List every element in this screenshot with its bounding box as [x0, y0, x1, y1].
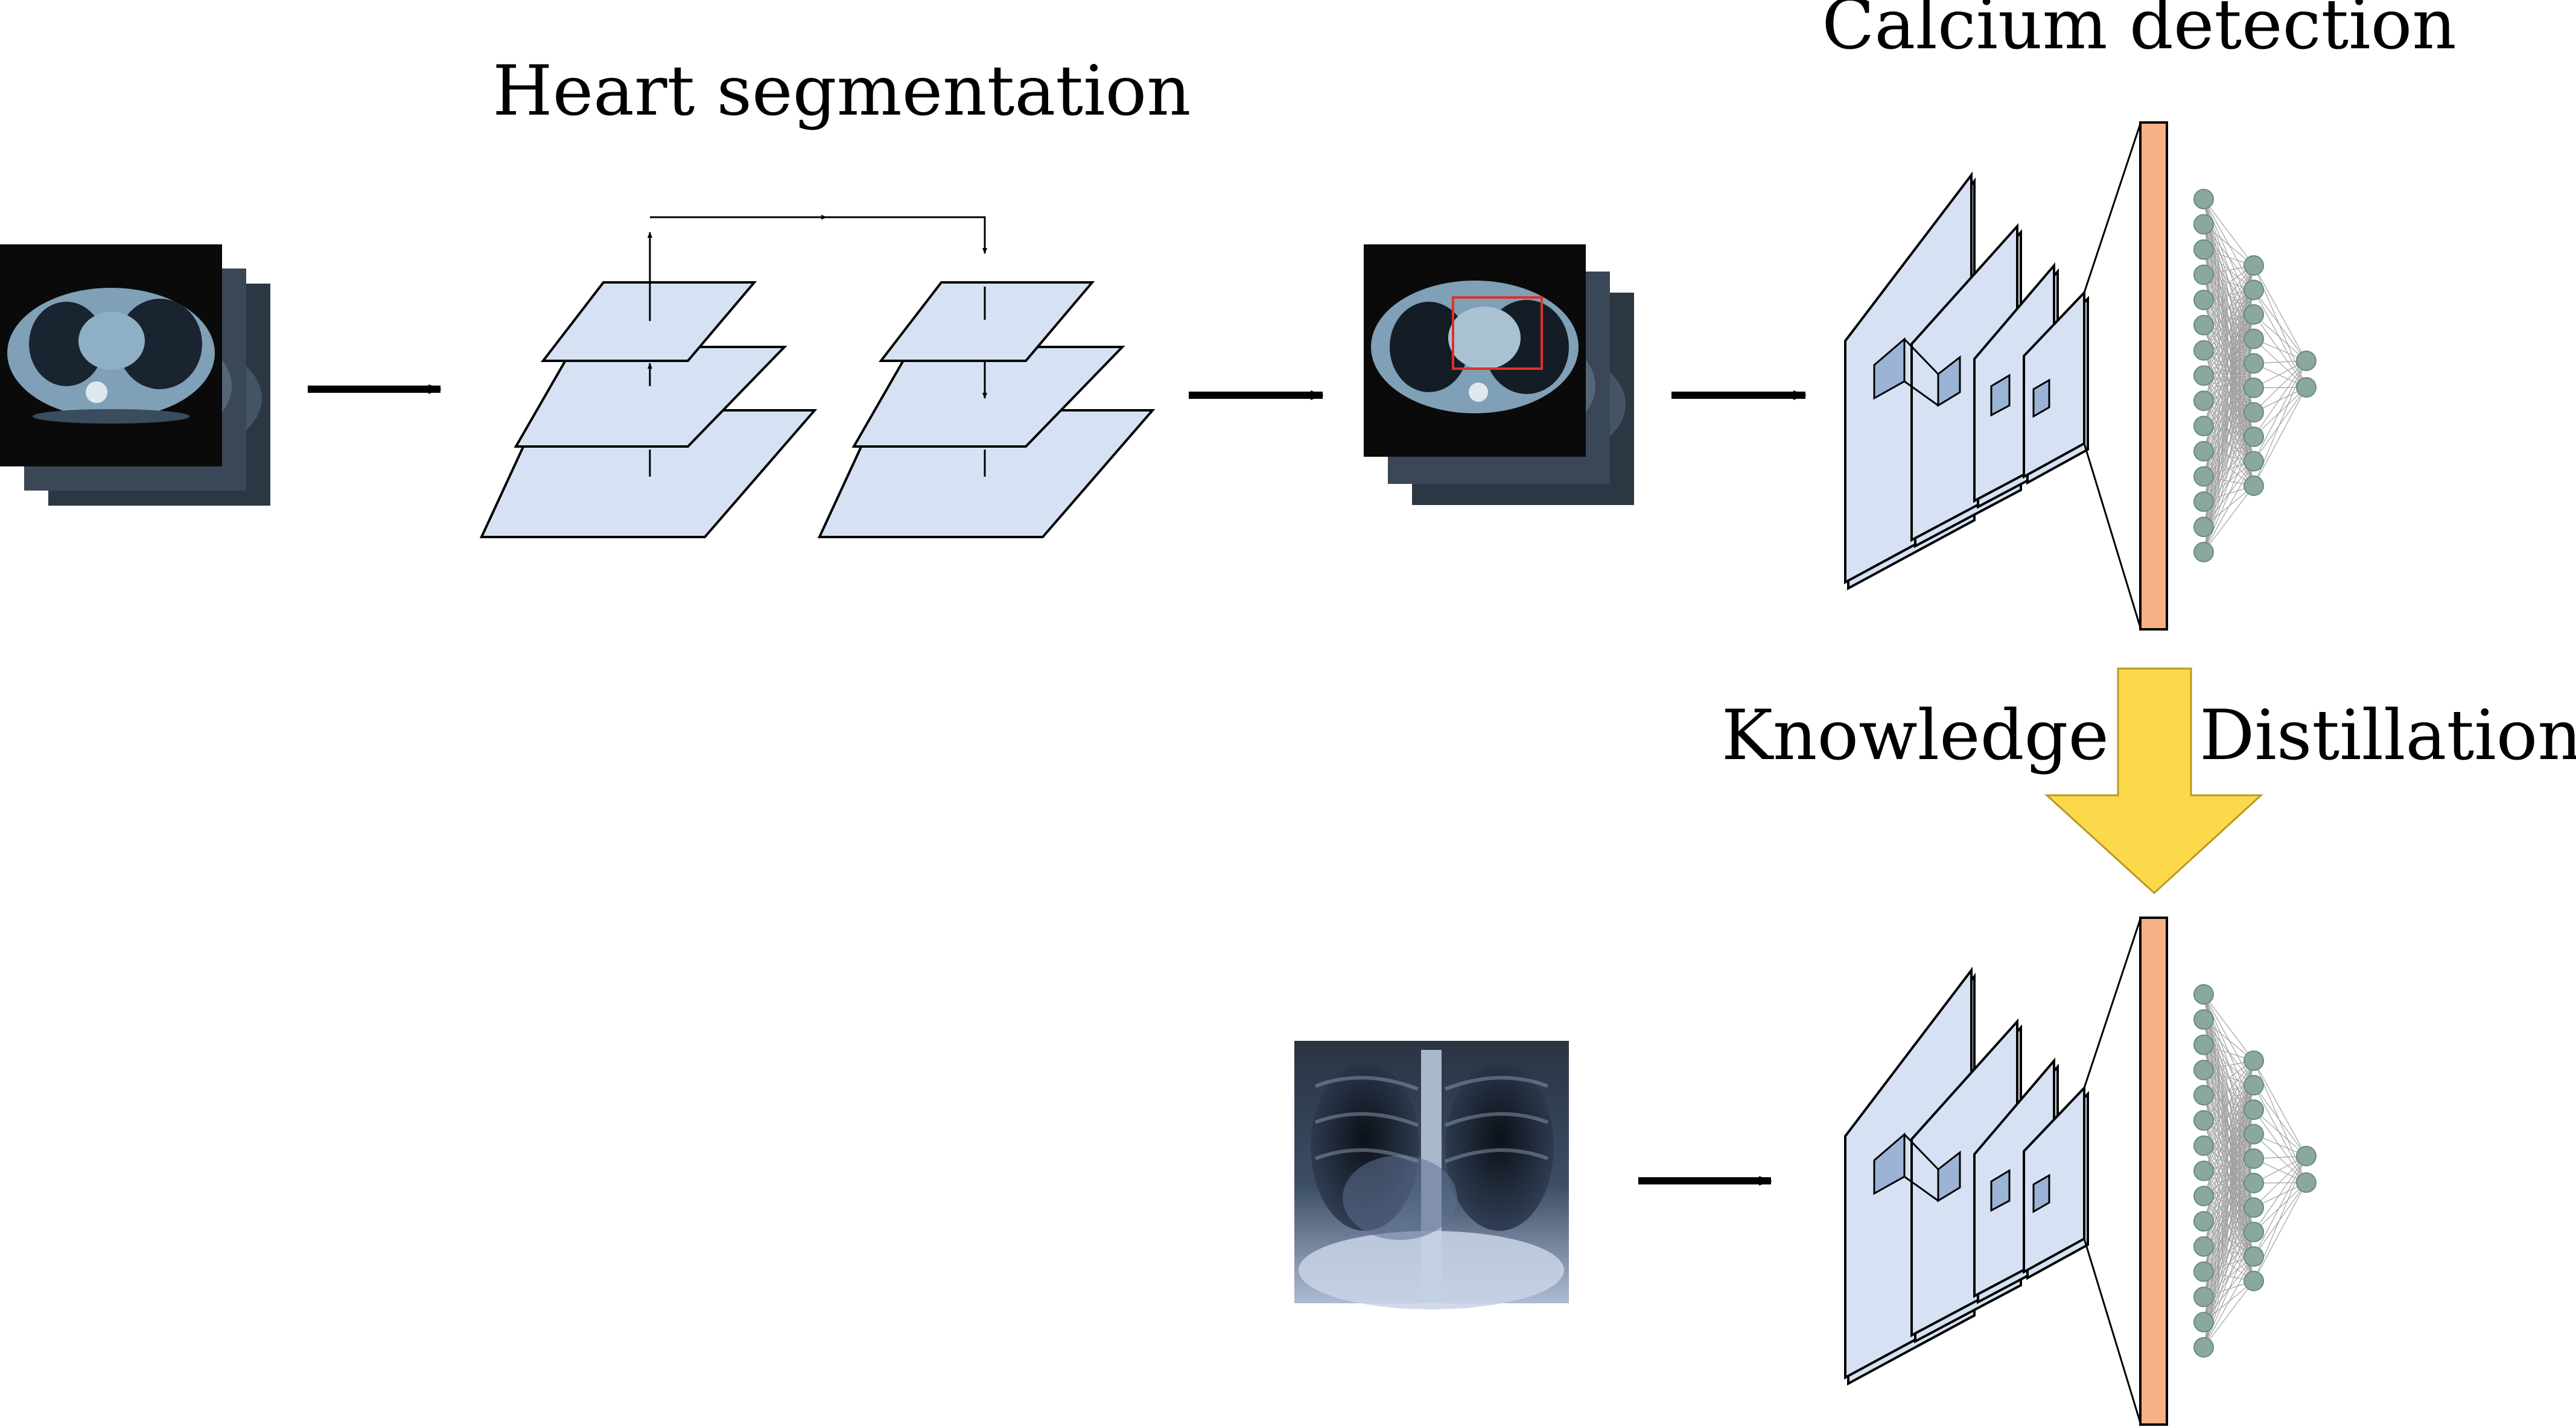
fc-node-layer2: [2244, 1197, 2264, 1218]
fc-node-layer1: [2193, 290, 2214, 311]
teacher-cnn: [1844, 121, 2317, 631]
fc-output-node: [2296, 1172, 2317, 1193]
fc-node-layer2: [2244, 377, 2264, 398]
fc-node-layer1: [2193, 1286, 2214, 1308]
fc-node-layer1: [2193, 314, 2214, 335]
distillation-label: Distillation: [2199, 695, 2576, 775]
fc-output-node: [2296, 377, 2317, 398]
fc-node-layer1: [2193, 1009, 2214, 1030]
fc-node-layer2: [2244, 1271, 2264, 1291]
student-feature-maps: [1844, 967, 2089, 1386]
fc-node-layer2: [2244, 1123, 2264, 1145]
fc-node-layer1: [2193, 189, 2214, 209]
fc-node-layer2: [2244, 279, 2264, 300]
fc-node-layer2: [2244, 451, 2264, 472]
fc-node-layer1: [2193, 440, 2214, 462]
fc-node-layer1: [2193, 365, 2214, 386]
fc-node-layer1: [2193, 214, 2214, 235]
fc-node-layer1: [2193, 984, 2214, 1005]
knowledge-distillation-arrow: [2044, 667, 2263, 895]
unet-skip-connections: [647, 215, 987, 477]
fc-node-layer2: [2244, 475, 2264, 496]
fc-node-layer2: [2244, 255, 2264, 276]
student-fc-network: [2193, 984, 2317, 1358]
fc-node-layer2: [2244, 402, 2264, 423]
fc-node-layer1: [2193, 1110, 2214, 1131]
fc-node-layer1: [2193, 390, 2214, 412]
fc-node-layer1: [2193, 1160, 2214, 1181]
teacher-fc-network: [2193, 189, 2317, 562]
fc-node-layer1: [2193, 542, 2214, 562]
fc-node-layer2: [2244, 1050, 2264, 1071]
fc-node-layer2: [2244, 1221, 2264, 1242]
segmented-ct-stack: [1364, 244, 1634, 505]
fc-node-layer1: [2193, 340, 2214, 361]
fc-connections: [2203, 994, 2307, 1348]
unet-layer-stack: [479, 281, 1156, 538]
fc-node-layer1: [2193, 1211, 2214, 1232]
fc-node-layer1: [2193, 264, 2214, 285]
fc-node-layer1: [2193, 1312, 2214, 1333]
fc-node-layer1: [2193, 1186, 2214, 1207]
chest-xray-input: [1294, 1041, 1569, 1309]
heart-roi-box: [1452, 296, 1543, 370]
calcium-detection-title: Calcium detection: [1822, 0, 2457, 65]
fc-node-layer2: [2244, 1148, 2264, 1169]
ct-scan-input-stack: [0, 244, 270, 506]
fc-node-layer2: [2244, 426, 2264, 447]
fc-node-layer2: [2244, 304, 2264, 325]
fc-node-layer1: [2193, 1135, 2214, 1156]
fc-node-layer1: [2193, 239, 2214, 260]
fc-node-layer1: [2193, 466, 2214, 487]
fc-node-layer1: [2193, 1337, 2214, 1358]
fc-node-layer1: [2193, 1034, 2214, 1055]
student-dense-layer: [2139, 917, 2168, 1426]
fc-node-layer1: [2193, 1261, 2214, 1282]
fc-node-layer1: [2193, 1236, 2214, 1257]
teacher-dense-layer: [2139, 121, 2168, 631]
fc-connections: [2203, 199, 2307, 553]
student-cnn: [1844, 917, 2317, 1426]
fc-node-layer1: [2193, 516, 2214, 538]
fc-node-layer2: [2244, 1246, 2264, 1267]
fc-node-layer2: [2244, 328, 2264, 349]
heart-segmentation-title: Heart segmentation: [492, 51, 1191, 131]
fc-node-layer1: [2193, 1085, 2214, 1106]
fc-node-layer1: [2193, 491, 2214, 512]
teacher-feature-maps: [1844, 171, 2089, 591]
knowledge-label: Knowledge: [1722, 695, 2109, 775]
fc-node-layer1: [2193, 1060, 2214, 1081]
fc-output-node: [2296, 1146, 2317, 1166]
fc-output-node: [2296, 351, 2317, 371]
fc-node-layer2: [2244, 1075, 2264, 1096]
fc-node-layer2: [2244, 353, 2264, 374]
fc-node-layer2: [2244, 1172, 2264, 1193]
fc-node-layer2: [2244, 1099, 2264, 1120]
fc-node-layer1: [2193, 416, 2214, 437]
